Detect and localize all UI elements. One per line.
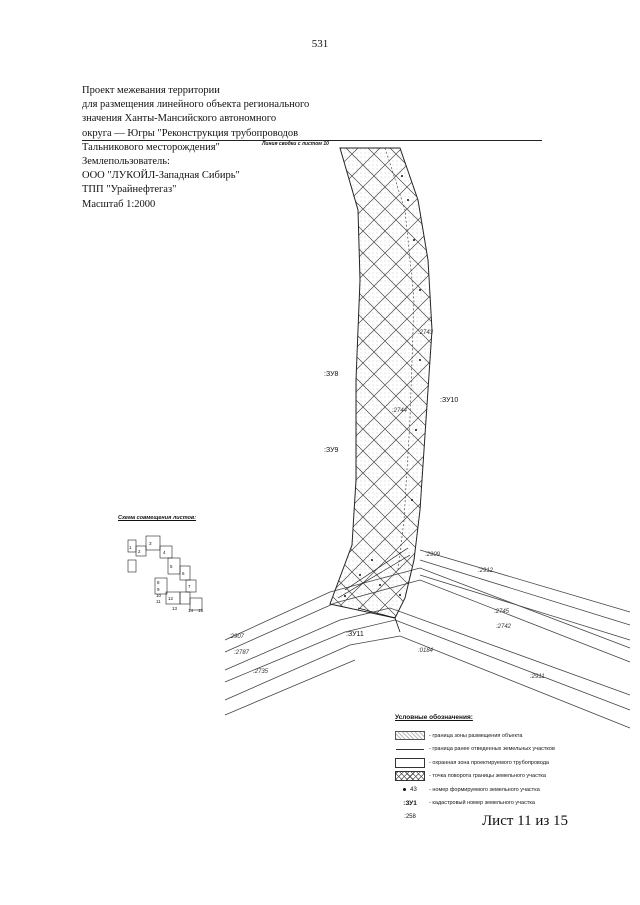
sheet-scheme (127, 535, 203, 611)
scheme-sheet-number: 15 (198, 608, 204, 613)
point-symbol-label: 43 (410, 786, 417, 793)
hatch-symbol (395, 731, 425, 741)
legend-row: - точка поворота границы земельного учас… (395, 770, 610, 784)
scheme-sheet-number: 4 (163, 550, 166, 555)
scheme-sheet-number: 11 (156, 599, 161, 604)
legend-row: - граница ранее отведенных земельных уча… (395, 743, 610, 757)
legend-row: :258 (395, 810, 610, 824)
legend-text: - точка поворота границы земельного учас… (429, 773, 546, 780)
title-line: Проект межевания территории (82, 85, 220, 96)
rect-symbol (395, 757, 425, 768)
point-dot-icon (403, 788, 407, 792)
cadastral-number: :2911 (530, 674, 545, 680)
legend-text: - номер формируемого земельного участка (429, 786, 540, 793)
scheme-sheet-number: 5 (170, 564, 173, 569)
parcel-label-zu8: :ЗУ8 (324, 371, 339, 378)
legend-text: - кадастровый номер земельного участка (429, 800, 535, 807)
title-block: Проект межевания территории для размещен… (82, 84, 362, 212)
scheme-sheet-number: 9 (157, 587, 160, 592)
scheme-sheet-number: 7 (188, 584, 191, 589)
cadastral-number: :2907 (229, 634, 245, 640)
legend-text: - граница ранее отведенных земельных уча… (429, 746, 555, 753)
map-legend: Условные обозначения: - граница зоны раз… (395, 714, 610, 824)
scheme-sheet-number: 13 (172, 606, 178, 611)
title-line: Тальникового месторождения" (82, 141, 220, 153)
cadastral-number: :2742 (496, 624, 512, 630)
scheme-sheet-number: 1 (129, 545, 132, 550)
sheet-label: Лист 11 из 15 (482, 813, 569, 829)
cadastral-number: :2787 (234, 650, 250, 656)
scheme-sheet-number: 12 (168, 596, 174, 601)
cadastral-number: :2744 (392, 408, 408, 414)
sheet-link-note: Линия сводки с листом 10 (262, 141, 329, 147)
title-line: значения Ханты-Мансийского автономного (82, 113, 277, 125)
crosshatch-symbol (395, 771, 425, 782)
pipeline-corridor (329, 147, 433, 633)
scheme-title: Схема совмещения листов: (118, 515, 197, 521)
scheme-sheet-number: 10 (156, 593, 162, 598)
cadastral-number: :0184 (418, 648, 434, 654)
land-user-label: Землепользователь: (82, 156, 170, 168)
cadastral-number: :2745 (494, 609, 510, 615)
legend-row: - охранная зона проектируемого трубопров… (395, 756, 610, 770)
legend-title: Условные обозначения: (395, 714, 473, 721)
point-symbol: 43 (395, 785, 425, 794)
page-number: 531 (311, 38, 329, 50)
turning-points (344, 175, 421, 597)
scale-label: Масштаб 1:2000 (82, 198, 156, 210)
parcel-label-zu10: :ЗУ10 (440, 397, 458, 404)
parcel-label-zu9: :ЗУ9 (324, 447, 339, 454)
cadastral-number: :2912 (478, 568, 494, 574)
scheme-sheet-number: 6 (182, 571, 185, 576)
header-rule (82, 140, 542, 141)
scheme-sheet-number: 3 (149, 541, 152, 546)
land-user-name: ООО "ЛУКОЙЛ-Западная Сибирь" (82, 170, 240, 182)
scheme-sheet-number: 14 (188, 608, 194, 613)
legend-text: - охранная зона проектируемого трубопров… (429, 759, 549, 766)
parcel-label-zu11: :ЗУ11 (346, 631, 364, 638)
zu-symbol: :ЗУ1 (403, 799, 417, 807)
land-user-division: ТПП "Урайнефтегаз" (82, 184, 177, 196)
cadastral-symbol: :258 (404, 813, 416, 820)
scheme-sheet-number: 8 (157, 580, 160, 585)
scheme-sheet-number: 2 (138, 549, 141, 554)
cadastral-number: :2735 (253, 669, 269, 675)
cadastral-number: :2909 (425, 552, 441, 558)
title-line: для размещения линейного объекта региона… (82, 99, 310, 111)
title-line: округа — Югры "Реконструкция трубопровод… (82, 127, 299, 139)
legend-text: - граница зоны размещения объекта (429, 732, 523, 739)
road-lines (224, 549, 631, 729)
legend-row: :ЗУ1 - кадастровый номер земельного учас… (395, 797, 610, 811)
cadastral-number: :2743 (418, 330, 434, 336)
line-symbol (395, 745, 425, 754)
legend-row: - граница зоны размещения объекта (395, 729, 610, 743)
legend-row: 43 - номер формируемого земельного участ… (395, 783, 610, 797)
